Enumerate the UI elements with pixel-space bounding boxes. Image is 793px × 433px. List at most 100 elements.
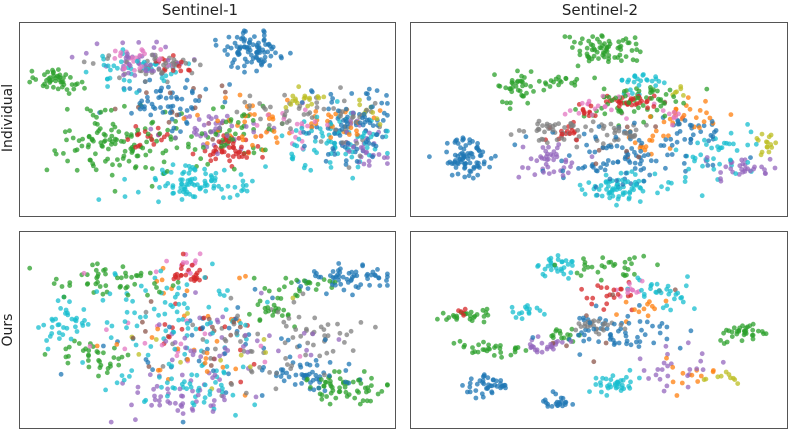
scatter-point-class-2 — [481, 319, 487, 325]
scatter-point-class-9 — [168, 71, 174, 77]
scatter-point-class-9 — [202, 395, 208, 401]
scatter-point-class-9 — [179, 181, 184, 187]
scatter-point-class-2 — [581, 267, 587, 272]
scatter-point-class-4 — [212, 372, 218, 378]
scatter-point-class-9 — [225, 288, 230, 293]
scatter-point-class-8 — [218, 357, 224, 363]
scatter-point-class-2 — [143, 152, 149, 158]
scatter-point-class-2 — [220, 104, 226, 110]
scatter-point-class-6 — [299, 121, 305, 126]
scatter-point-class-8 — [701, 377, 707, 383]
scatter-point-class-0 — [625, 313, 631, 319]
scatter-point-class-7 — [604, 132, 610, 138]
scatter-point-class-9 — [639, 287, 644, 293]
scatter-point-class-7 — [149, 52, 155, 58]
scatter-point-class-1 — [647, 114, 653, 120]
scatter-point-class-2 — [61, 151, 66, 156]
scatter-point-class-0 — [479, 391, 485, 397]
scatter-point-class-0 — [313, 134, 319, 140]
scatter-point-class-4 — [126, 55, 131, 60]
scatter-point-class-2 — [230, 137, 236, 143]
scatter-point-class-2 — [486, 342, 491, 348]
scatter-point-class-0 — [530, 335, 536, 340]
scatter-point-class-6 — [104, 327, 109, 333]
scatter-point-class-9 — [598, 183, 604, 188]
scatter-point-class-2 — [747, 323, 753, 329]
scatter-point-class-9 — [535, 264, 540, 269]
scatter-point-class-1 — [698, 373, 704, 379]
scatter-point-class-0 — [748, 155, 753, 161]
scatter-point-class-1 — [328, 135, 334, 140]
scatter-point-class-0 — [299, 381, 304, 386]
scatter-point-class-9 — [111, 63, 117, 69]
scatter-point-class-0 — [623, 170, 629, 176]
scatter-point-class-6 — [579, 100, 585, 106]
scatter-point-class-7 — [550, 127, 556, 133]
scatter-point-class-0 — [374, 132, 380, 137]
scatter-point-class-9 — [565, 262, 571, 267]
scatter-point-class-1 — [693, 115, 699, 121]
scatter-point-class-3 — [604, 285, 610, 291]
scatter-point-class-7 — [284, 108, 289, 114]
scatter-point-class-0 — [238, 36, 244, 42]
scatter-point-class-9 — [184, 282, 190, 288]
scatter-point-class-1 — [273, 135, 279, 140]
scatter-point-class-7 — [257, 365, 262, 370]
scatter-point-class-1 — [204, 141, 210, 146]
scatter-point-class-2 — [149, 120, 155, 126]
scatter-point-class-9 — [170, 385, 176, 391]
scatter-point-class-9 — [628, 379, 633, 385]
scatter-point-class-4 — [83, 50, 89, 56]
scatter-point-class-5 — [653, 124, 658, 129]
scatter-point-class-2 — [74, 147, 80, 153]
scatter-point-class-4 — [532, 347, 538, 353]
scatter-point-class-3 — [230, 141, 236, 147]
scatter-point-class-0 — [159, 85, 165, 91]
scatter-point-class-3 — [589, 301, 595, 307]
scatter-point-class-7 — [279, 121, 285, 127]
scatter-point-class-0 — [635, 334, 640, 340]
scatter-point-class-9 — [717, 161, 722, 167]
scatter-point-class-2 — [595, 36, 600, 42]
scatter-point-class-0 — [160, 110, 166, 115]
scatter-point-class-4 — [520, 165, 525, 170]
scatter-point-class-9 — [122, 194, 128, 200]
scatter-point-class-4 — [126, 61, 132, 67]
scatter-point-class-6 — [131, 59, 136, 64]
scatter-point-class-1 — [258, 133, 264, 139]
scatter-point-class-2 — [577, 48, 583, 54]
panel-ours-sentinel-1 — [19, 231, 396, 429]
scatter-point-class-4 — [156, 322, 162, 328]
scatter-point-class-5 — [624, 124, 630, 130]
scatter-point-class-0 — [343, 162, 349, 167]
scatter-point-class-2 — [594, 49, 600, 55]
scatter-point-class-9 — [217, 291, 223, 297]
scatter-point-class-2 — [96, 373, 101, 379]
scatter-point-class-0 — [610, 160, 616, 166]
scatter-point-class-6 — [630, 287, 635, 293]
scatter-point-class-0 — [281, 378, 287, 384]
scatter-point-class-3 — [192, 278, 197, 284]
scatter-point-class-4 — [366, 158, 372, 164]
scatter-point-class-2 — [110, 162, 115, 168]
scatter-point-class-9 — [745, 160, 751, 165]
scatter-point-class-4 — [215, 151, 220, 157]
scatter-point-class-7 — [535, 126, 541, 132]
scatter-point-class-9 — [176, 301, 182, 307]
scatter-point-class-2 — [718, 338, 723, 343]
scatter-point-class-1 — [203, 356, 209, 361]
scatter-point-class-3 — [601, 307, 607, 312]
scatter-point-class-1 — [636, 309, 642, 315]
scatter-point-class-0 — [330, 96, 335, 101]
scatter-point-class-9 — [223, 307, 229, 312]
scatter-point-class-9 — [299, 125, 305, 131]
scatter-point-class-1 — [155, 326, 161, 332]
scatter-point-class-0 — [267, 63, 273, 68]
scatter-point-class-2 — [634, 58, 640, 63]
scatter-point-class-3 — [155, 125, 161, 131]
scatter-point-class-2 — [629, 261, 634, 267]
scatter-point-class-2 — [121, 153, 127, 159]
scatter-point-class-9 — [360, 133, 366, 139]
scatter-point-class-0 — [307, 362, 313, 368]
scatter-point-class-3 — [136, 143, 141, 149]
